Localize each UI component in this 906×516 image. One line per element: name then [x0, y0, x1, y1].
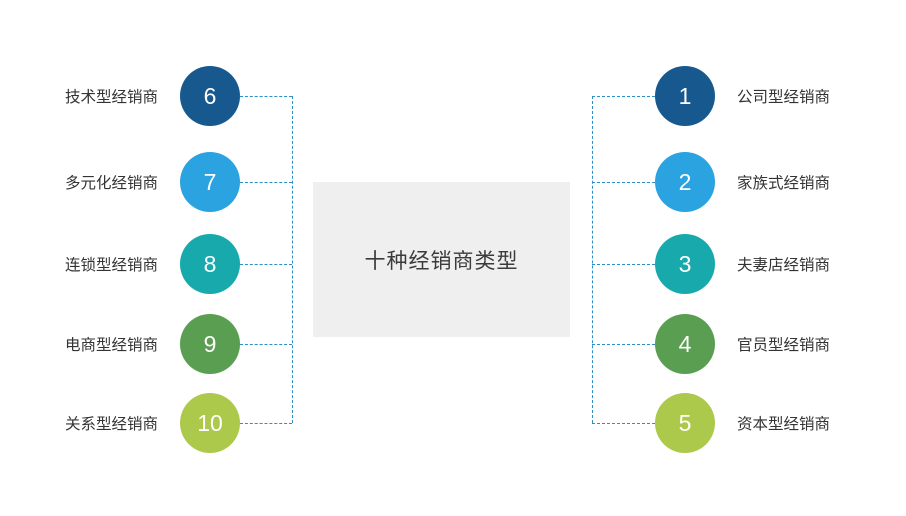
node-left-10-bubble: 10 — [180, 393, 240, 453]
node-left-10[interactable]: 关系型经销商 10 — [24, 392, 240, 454]
right-trunk-line — [592, 96, 593, 423]
node-left-6-bubble: 6 — [180, 66, 240, 126]
node-left-7-label: 多元化经销商 — [64, 175, 158, 192]
left-branch-2 — [240, 182, 292, 183]
node-left-6[interactable]: 技术型经销商 6 — [24, 65, 240, 127]
node-right-5-label: 资本型经销商 — [737, 416, 831, 433]
node-left-7[interactable]: 多元化经销商 7 — [24, 151, 240, 213]
node-right-2-label: 家族式经销商 — [737, 175, 831, 192]
node-right-3-bubble: 3 — [655, 234, 715, 294]
left-branch-1 — [240, 96, 292, 97]
node-left-9-label: 电商型经销商 — [64, 337, 158, 354]
node-right-5-bubble: 5 — [655, 393, 715, 453]
node-left-8-bubble: 8 — [180, 234, 240, 294]
node-right-4[interactable]: 4 官员型经销商 — [655, 313, 871, 375]
right-branch-4 — [592, 344, 655, 345]
node-right-2-bubble: 2 — [655, 152, 715, 212]
node-right-1-label: 公司型经销商 — [737, 89, 831, 106]
node-left-7-bubble: 7 — [180, 152, 240, 212]
node-right-2[interactable]: 2 家族式经销商 — [655, 151, 871, 213]
node-left-9-bubble: 9 — [180, 314, 240, 374]
left-branch-5 — [240, 423, 292, 424]
node-right-1-bubble: 1 — [655, 66, 715, 126]
right-branch-5 — [592, 423, 655, 424]
left-branch-4 — [240, 344, 292, 345]
left-branch-3 — [240, 264, 292, 265]
right-branch-3 — [592, 264, 655, 265]
node-left-10-label: 关系型经销商 — [64, 416, 158, 433]
node-left-9[interactable]: 电商型经销商 9 — [24, 313, 240, 375]
node-left-8-label: 连锁型经销商 — [64, 257, 158, 274]
right-branch-2 — [592, 182, 655, 183]
node-right-3[interactable]: 3 夫妻店经销商 — [655, 233, 871, 295]
node-right-3-label: 夫妻店经销商 — [737, 257, 831, 274]
node-right-4-label: 官员型经销商 — [737, 337, 831, 354]
center-title-label: 十种经销商类型 — [364, 249, 519, 273]
left-trunk-line — [292, 96, 293, 423]
node-right-5[interactable]: 5 资本型经销商 — [655, 392, 871, 454]
node-left-6-label: 技术型经销商 — [64, 89, 158, 106]
center-title-box: 十种经销商类型 — [313, 182, 570, 337]
node-right-1[interactable]: 1 公司型经销商 — [655, 65, 871, 127]
node-right-4-bubble: 4 — [655, 314, 715, 374]
right-branch-1 — [592, 96, 655, 97]
node-left-8[interactable]: 连锁型经销商 8 — [24, 233, 240, 295]
